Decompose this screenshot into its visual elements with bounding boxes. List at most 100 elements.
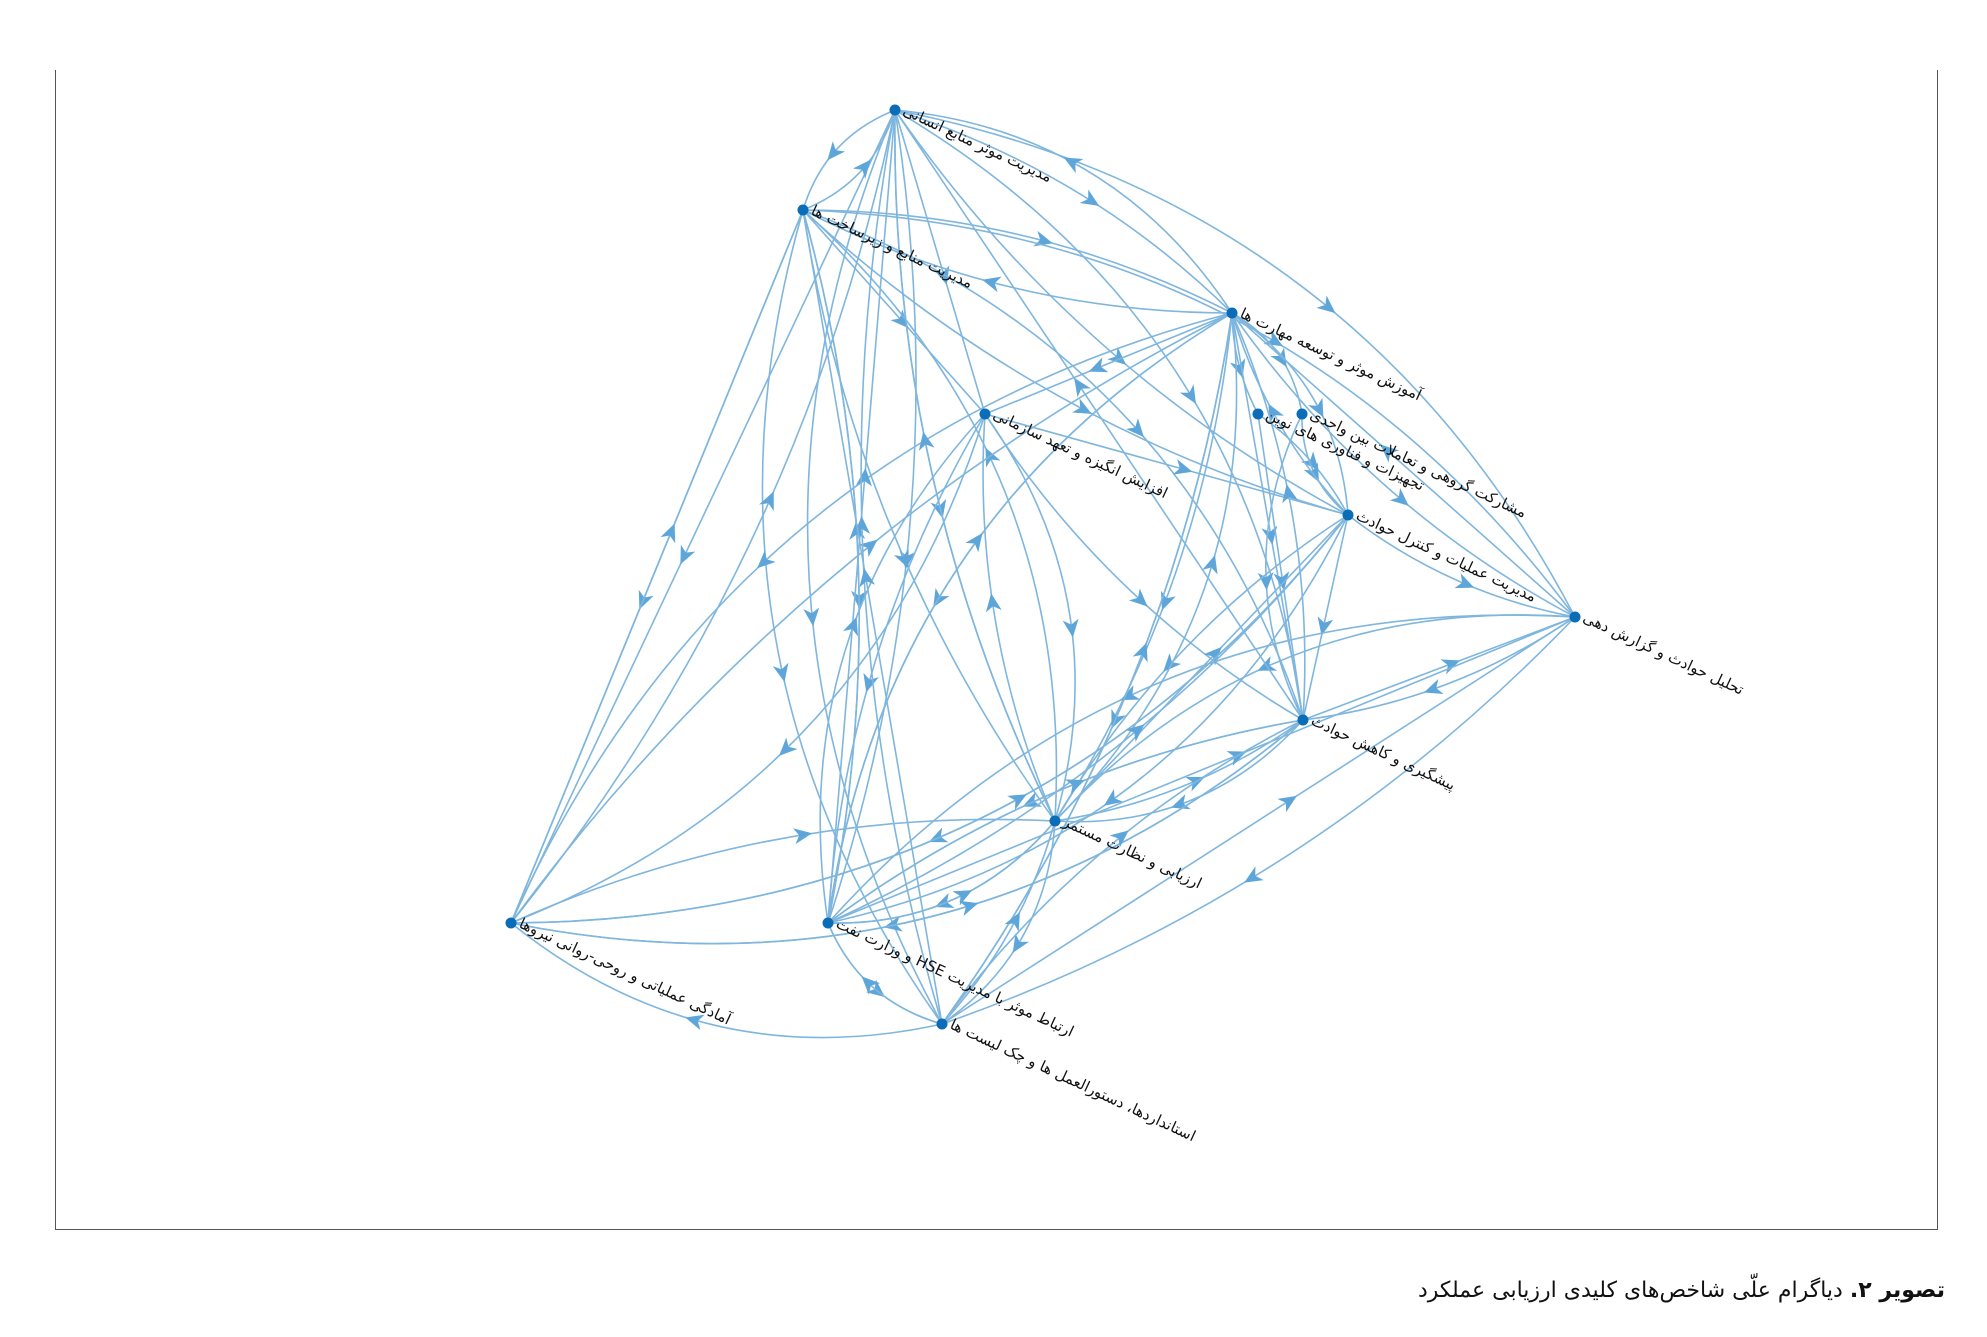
arrowhead-ready-ops [1007, 794, 1027, 810]
edge-infra-std [761, 209, 943, 1025]
node-label-hr: مدیریت موثر منابع انسانی [900, 101, 1054, 186]
arrowhead-train-std [1111, 708, 1127, 729]
edge-ops-hse [827, 514, 1349, 924]
edge-std-train [941, 312, 1233, 1025]
node-label-ops: مدیریت عملیات و کنترل حوادث [1353, 506, 1539, 605]
arrowhead-eval-train [1202, 554, 1218, 575]
arrowhead-hse-eval [952, 890, 973, 906]
edge-train-prev [1231, 312, 1304, 721]
arrowhead-prev-hse [1022, 792, 1043, 807]
edge-infra-hse [802, 209, 860, 924]
node-label-ready: آمادگی عملیاتی و روحی-روانی نیروها [516, 914, 734, 1028]
arrowhead-hse-train [965, 533, 983, 553]
node-motiv [979, 408, 991, 420]
edge-prev-eval [1054, 719, 1304, 823]
edge-std-infra [802, 209, 943, 1025]
edge-hr-infra [802, 109, 896, 211]
edge-ready-hr [510, 109, 896, 924]
arrowhead-motiv-ops [1172, 459, 1193, 475]
node-label-analysis: تحلیل حوادث و گزارش دهی [1580, 608, 1746, 698]
arrowhead-hr-ops [1107, 347, 1127, 365]
edge-analysis-hse [827, 614, 1576, 924]
edge-prev-train [1231, 312, 1306, 721]
arrowhead-eval-prev [1185, 776, 1205, 792]
node-label-std: استانداردها، دستورالعمل ها و چک لیست ها [947, 1015, 1198, 1145]
node-prev [1297, 714, 1309, 726]
arrowhead-hr-std [803, 607, 820, 627]
caption-label: تصویر ۲. [1849, 1278, 1945, 1303]
arrowhead-std-eval [1004, 911, 1020, 932]
arrowhead-motiv-prev [1128, 588, 1148, 607]
edge-eval-std [941, 820, 1056, 1025]
arrowhead-prev-analysis [1440, 659, 1461, 675]
edge-std-eval [941, 820, 1056, 1025]
edge-infra-train [802, 209, 1233, 314]
arrowhead-eval-std [1012, 933, 1030, 953]
arrowhead-train-hse [933, 587, 950, 608]
arrowhead-train-analysis [1389, 488, 1409, 506]
arrowhead-prev-hr [1074, 377, 1091, 398]
edge-hr-train [894, 109, 1233, 314]
edge-ops-prev [1302, 514, 1349, 721]
arrowhead-std-ready [685, 1014, 705, 1031]
node-label-train: آموزش موثر و توسعه مهارت ها [1237, 304, 1425, 404]
edge-prev-analysis [1302, 616, 1576, 721]
arrowhead-prev-train [1282, 484, 1298, 504]
arrowhead-eval-ops [1203, 646, 1222, 666]
edge-train-analysis [1231, 312, 1576, 618]
arrowhead-std-prev [1109, 830, 1129, 848]
arrowhead-train-team [1270, 347, 1287, 368]
edge-team-prev [1265, 413, 1304, 721]
edge-motiv-eval [984, 413, 1076, 822]
arrowhead-infra-ready [638, 589, 654, 610]
arrowhead-ready-infra [660, 523, 676, 544]
edge-motiv-hse [827, 413, 986, 924]
node-label-prev: پیشگیری و کاهش حوادث [1308, 711, 1459, 795]
node-tech [1252, 408, 1264, 420]
node-infra [797, 204, 809, 216]
arrowhead-train-hr [1063, 157, 1084, 174]
arrowhead-train-ready [757, 550, 776, 569]
edge-std-hse [827, 922, 943, 1025]
arrowhead-std-analysis [1277, 795, 1297, 813]
edge-std-analysis [941, 616, 1576, 1025]
arrowhead-infra-ops [1072, 398, 1092, 414]
arrowhead-motiv-eval [1062, 618, 1079, 638]
arrowhead-analysis-prev [1423, 678, 1444, 695]
arrowhead-infra-motiv [890, 309, 909, 329]
arrowhead-std-train [1132, 642, 1148, 663]
arrowhead-eval-infra [985, 447, 1001, 468]
edge-hse-motiv [819, 413, 986, 924]
arrowhead-hr-ready [680, 544, 696, 565]
edge-std-ready [510, 922, 943, 1039]
arrowhead-analysis-std [1244, 866, 1264, 883]
edge-hse-prev [827, 719, 1304, 924]
edge-hse-analysis [827, 616, 1576, 924]
edge-hr-hse [827, 109, 917, 924]
arrowhead-tech-prev [1273, 571, 1290, 591]
node-analysis [1569, 611, 1581, 623]
edge-train-eval [1054, 312, 1233, 822]
arrowhead-ops-prev [1317, 616, 1334, 636]
node-hr [889, 104, 901, 116]
edge-train-motiv [984, 312, 1233, 415]
edge-train-hr [894, 109, 1233, 314]
arrowhead-hr-motiv [933, 265, 950, 285]
arrowhead-hr-infra [827, 141, 846, 161]
edge-std-prev [941, 719, 1304, 1025]
arrowhead-train-motiv [1088, 357, 1109, 373]
edge-train-infra [802, 209, 1233, 314]
edge-hse-eval [827, 820, 1056, 924]
edge-hr-analysis [894, 109, 1576, 618]
edge-motiv-ready [510, 413, 986, 924]
node-ops [1342, 509, 1354, 521]
arrowhead-eval-hr [918, 431, 935, 451]
arrowhead-hse-prev [1064, 779, 1085, 795]
edge-ops-analysis [1347, 514, 1576, 618]
edge-infra-motiv [802, 209, 986, 415]
arrowhead-hse-ops [1125, 724, 1145, 743]
arrowhead-eval-hse [934, 892, 955, 908]
arrowhead-std-hse [861, 976, 881, 995]
edge-eval-motiv [982, 413, 1056, 822]
